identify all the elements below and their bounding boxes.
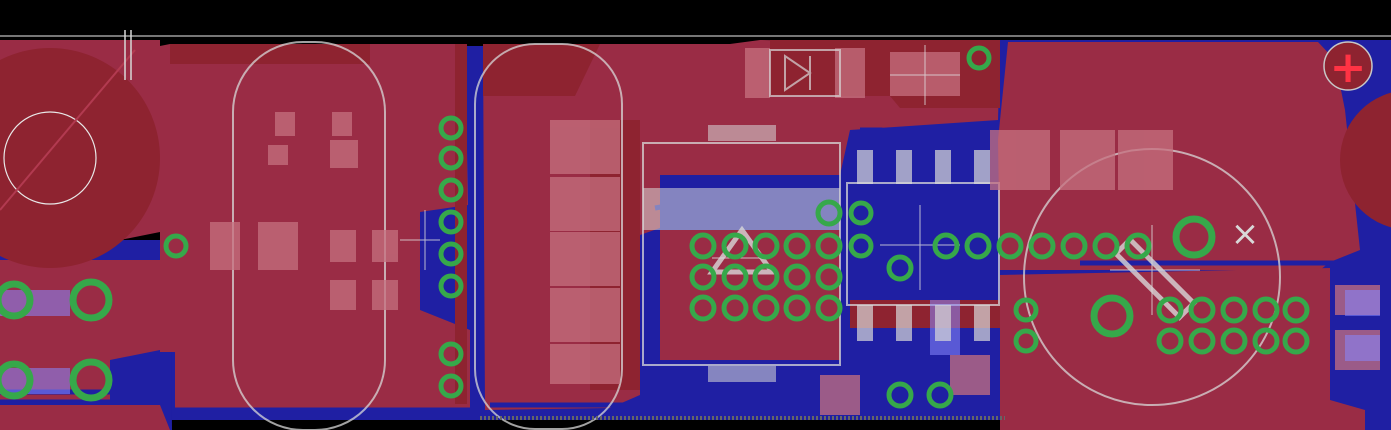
via-pad[interactable] bbox=[815, 294, 843, 322]
via-pad[interactable] bbox=[721, 294, 749, 322]
plus-marker-label: + bbox=[1330, 42, 1367, 93]
via-pad[interactable] bbox=[886, 381, 914, 409]
via-pad[interactable] bbox=[783, 232, 811, 260]
origin-crosshairs bbox=[400, 45, 1200, 315]
via-pad[interactable] bbox=[1090, 294, 1134, 338]
via-pad[interactable] bbox=[689, 263, 717, 291]
via-pad[interactable] bbox=[848, 200, 874, 226]
via-pad[interactable] bbox=[438, 115, 464, 141]
via-pad[interactable] bbox=[689, 232, 717, 260]
via-pad[interactable] bbox=[1188, 327, 1216, 355]
via-pad[interactable] bbox=[438, 241, 464, 267]
via-pad[interactable] bbox=[438, 341, 464, 367]
x-marker-icon: × bbox=[1231, 214, 1260, 254]
via-pad[interactable] bbox=[886, 254, 914, 282]
via-pad[interactable] bbox=[752, 294, 780, 322]
via-pad[interactable] bbox=[438, 177, 464, 203]
smd-pads bbox=[210, 48, 1380, 415]
via-pad[interactable] bbox=[0, 360, 34, 400]
right-barrel-connector[interactable] bbox=[1340, 90, 1391, 230]
plus-marker-icon[interactable]: + bbox=[1323, 41, 1373, 93]
via-pad[interactable] bbox=[1092, 232, 1120, 260]
regulator-body bbox=[643, 125, 840, 382]
via-pad[interactable] bbox=[1252, 296, 1280, 324]
via-pad[interactable] bbox=[783, 294, 811, 322]
via-pad[interactable] bbox=[783, 263, 811, 291]
via-pad[interactable] bbox=[815, 263, 843, 291]
via-pad[interactable] bbox=[721, 263, 749, 291]
via-pad[interactable] bbox=[689, 294, 717, 322]
left-barrel-connector[interactable] bbox=[0, 48, 160, 268]
via-pad[interactable] bbox=[1172, 215, 1216, 259]
ic-pins bbox=[857, 150, 990, 341]
via-pad[interactable] bbox=[0, 280, 34, 320]
via-pad[interactable] bbox=[1028, 232, 1056, 260]
electrolytic-cap-outline-mid bbox=[474, 43, 623, 430]
via-pad[interactable] bbox=[815, 199, 843, 227]
large-cap-polarity-bar bbox=[1112, 235, 1198, 321]
via-pad[interactable] bbox=[1220, 296, 1248, 324]
via-pad[interactable] bbox=[69, 358, 113, 402]
via-pad[interactable] bbox=[438, 145, 464, 171]
via-pad[interactable] bbox=[1013, 328, 1039, 354]
regulator-outline bbox=[642, 142, 841, 366]
via-pad[interactable] bbox=[815, 232, 843, 260]
via-pad[interactable] bbox=[752, 263, 780, 291]
via-pad[interactable] bbox=[1124, 232, 1152, 260]
via-pad[interactable] bbox=[1252, 327, 1280, 355]
via-pad[interactable] bbox=[438, 209, 464, 235]
via-pad[interactable] bbox=[721, 232, 749, 260]
via-pad[interactable] bbox=[752, 232, 780, 260]
via-pad[interactable] bbox=[438, 373, 464, 399]
via-pad[interactable] bbox=[438, 273, 464, 299]
via-pad[interactable] bbox=[163, 233, 189, 259]
via-pad[interactable] bbox=[996, 232, 1024, 260]
via-pad[interactable] bbox=[1220, 327, 1248, 355]
via-pad[interactable] bbox=[1282, 296, 1310, 324]
via-pad[interactable] bbox=[1156, 296, 1184, 324]
diode-symbol-icon bbox=[769, 49, 841, 97]
via-pad[interactable] bbox=[964, 232, 992, 260]
via-pad[interactable] bbox=[1013, 297, 1039, 323]
via-pad[interactable] bbox=[1060, 232, 1088, 260]
via-pad[interactable] bbox=[1282, 327, 1310, 355]
via-pad[interactable] bbox=[1156, 327, 1184, 355]
via-pad[interactable] bbox=[69, 278, 113, 322]
via-pad[interactable] bbox=[932, 232, 960, 260]
via-pad[interactable] bbox=[926, 381, 954, 409]
via-pad[interactable] bbox=[848, 233, 874, 259]
via-pads[interactable] bbox=[0, 45, 1310, 409]
via-pad[interactable] bbox=[1188, 296, 1216, 324]
via-pad[interactable] bbox=[966, 45, 992, 71]
